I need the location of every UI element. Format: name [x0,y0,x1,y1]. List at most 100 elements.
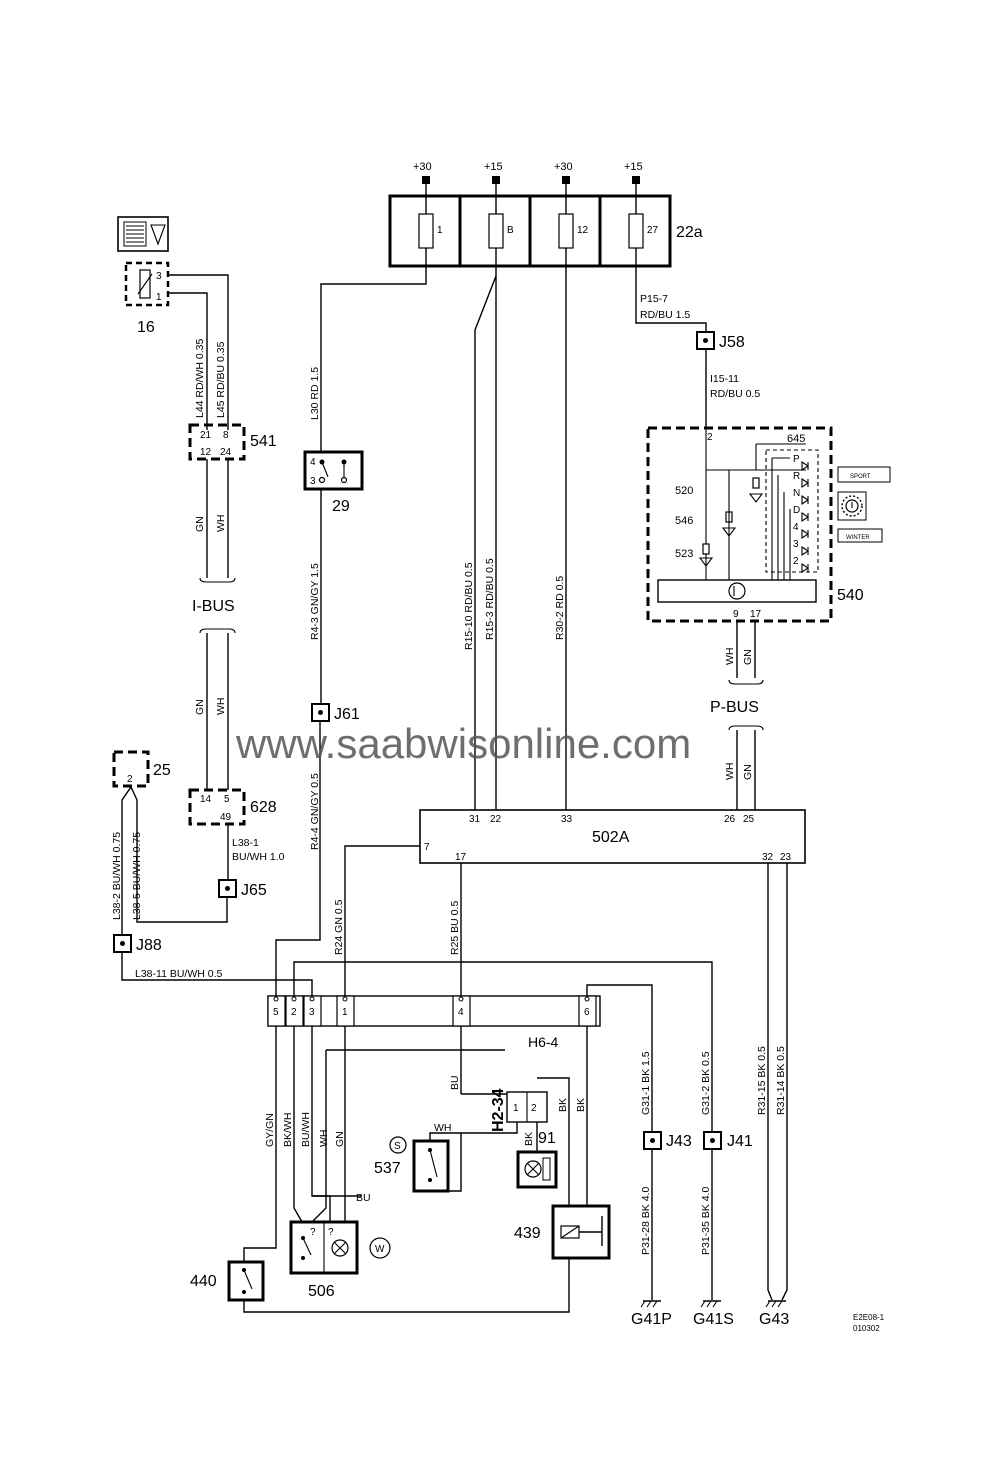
pin-29-4: 4 [310,457,316,468]
symbol-q2: ? [328,1227,334,1238]
wire-label-gywgn: GY/GN [264,1113,276,1147]
label-541: 541 [250,433,277,450]
pin-16-1: 1 [156,292,162,303]
pin-h6-3: 3 [309,1007,315,1018]
fuse-box-id: 22a [676,224,703,241]
pin-h6-5: 5 [273,1007,279,1018]
wire-label-gn-2: GN [194,699,206,715]
pin-502a-22: 22 [490,814,502,825]
wire-label-gn-4: GN [742,764,754,780]
pin-540-17: 17 [750,609,762,620]
label-506: 506 [308,1283,335,1300]
label-537: 537 [374,1160,401,1177]
label-523: 523 [675,548,693,560]
label-440: 440 [190,1273,217,1290]
junction-j61: J61 [311,703,360,723]
fuse-label-3: 12 [577,225,589,236]
label-winter: WINTER [846,535,870,541]
label-645: 645 [787,433,805,445]
pin-502a-31: 31 [469,814,481,825]
label-502a: 502A [592,829,630,846]
wire-label-r31-14: R31-14 BK 0.5 [775,1046,787,1115]
wire-label-p31-28: P31-28 BK 4.0 [640,1187,652,1255]
label-g43: G43 [759,1311,789,1328]
label-j88: J88 [136,937,162,954]
pin-628-5: 5 [224,794,230,805]
pin-h2-2: 2 [531,1103,537,1114]
wire-label-r4-3: R4-3 GN/GY 1.5 [309,563,321,640]
ground-g41s: G41S [693,1300,734,1328]
wire-label-p15-7b: RD/BU 1.5 [640,309,690,321]
watermark: www.saabwisonline.com [235,720,691,767]
label-g41s: G41S [693,1311,734,1328]
fuse-label-1: 1 [437,225,443,236]
wire-label-p15-7a: P15-7 [640,293,668,305]
label-h6-4: H6-4 [528,1034,559,1050]
pin-502a-25: 25 [743,814,755,825]
connector-h6-4: 5 2 3 1 4 6 H6-4 [267,995,601,1050]
junction-j88: J88 [113,934,162,954]
wire-label-wh-4: WH [724,763,736,781]
wire-label-l45: L45 RD/BU 0.35 [215,341,227,418]
label-j58: J58 [719,334,745,351]
pin-628-14: 14 [200,794,212,805]
pin-541-8: 8 [223,430,229,441]
gear-letter-r: R [793,471,800,482]
sport-winter-panel: SPORT WINTER [837,466,891,543]
ground-g43: G43 [759,1300,789,1328]
component-506: ? ? 506 [289,1220,359,1300]
wire-label-r15-10: R15-10 RD/BU 0.5 [463,562,475,650]
wire-label-p31-35: P31-35 BK 4.0 [700,1187,712,1255]
pin-h6-6: 6 [584,1007,590,1018]
pin-h6-1: 1 [342,1007,348,1018]
label-ibus: I-BUS [192,598,235,615]
drawing-code-1: E2E08-1 [853,1313,885,1322]
wire-label-r31-15: R31-15 BK 0.5 [756,1046,768,1115]
power-label-3: +30 [554,161,573,173]
wire-label-bu-2: BU [356,1192,371,1204]
symbol-w: W [375,1244,385,1255]
wire-label-wh-2: WH [215,698,227,716]
wire-label-bk-2: BK [557,1098,569,1112]
wire-label-bu-1: BU [449,1075,461,1090]
wire-label-l38-11: L38-11 BU/WH 0.5 [135,968,223,980]
power-label-1: +30 [413,161,432,173]
wire-label-g31-2: G31-2 BK 0.5 [700,1051,712,1115]
label-540: 540 [837,587,864,604]
wire-label-wh-6: WH [434,1122,452,1134]
fuse-label-2: B [507,225,514,236]
label-j41: J41 [727,1133,753,1150]
pin-541-24: 24 [220,447,232,458]
wire-label-g31-1: G31-1 BK 1.5 [640,1051,652,1115]
wire-label-bk-1: BK [523,1132,535,1146]
wire-label-r30-2: R30-2 RD 0.5 [554,576,566,640]
label-pbus: P-BUS [710,699,759,716]
label-546: 546 [675,515,693,527]
label-439: 439 [514,1225,541,1242]
gear-leds: P R N D 4 3 2 [771,454,809,580]
junction-j43: J43 [643,1131,692,1150]
label-628: 628 [250,799,277,816]
pin-502a-26: 26 [724,814,736,825]
component-91 [516,1150,558,1189]
component-16: 3 1 16 [117,216,170,336]
wire-label-l38-5: L38-5 BU/WH 0.75 [131,832,143,920]
label-16: 16 [137,319,155,336]
junction-j58: J58 [696,331,745,351]
fuse-box-22a: 1 B 12 27 22a +30 +15 +30 +15 [388,161,703,268]
wire-label-wh-3: WH [724,648,736,666]
fuse-label-4: 27 [647,225,659,236]
power-label-2: +15 [484,161,503,173]
symbol-w-circle: W [369,1237,391,1259]
pin-628-49: 49 [220,812,232,823]
wire-label-i15-11b: RD/BU 0.5 [710,388,760,400]
pin-h2-1: 1 [513,1103,519,1114]
component-540: 2 645 P R N D 4 3 2 520 546 [646,426,864,623]
gear-letter-d: D [793,505,800,516]
wire-label-l38-1a: L38-1 [232,837,259,849]
wire-label-gn-1: GN [194,516,206,532]
label-29: 29 [332,498,350,515]
wire-label-bk-3: BK [575,1098,587,1112]
pin-502a-23: 23 [780,852,792,863]
